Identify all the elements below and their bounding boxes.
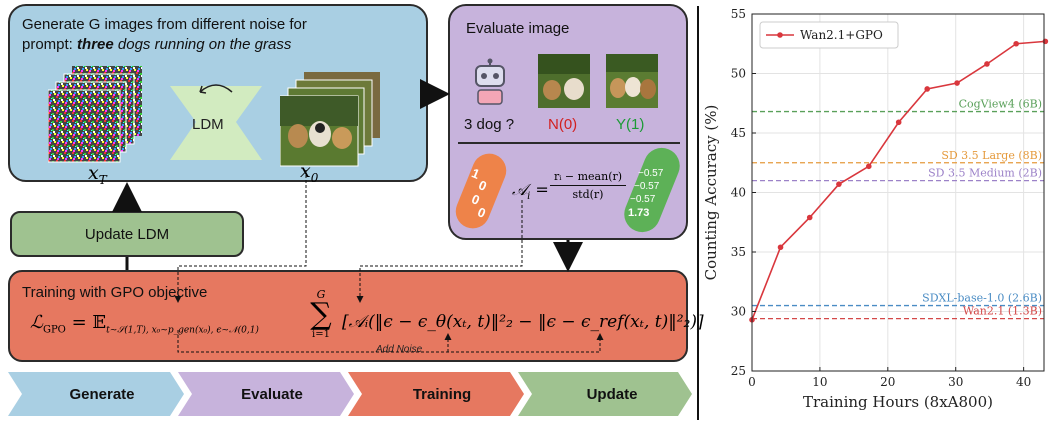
baseline-label: SDXL-base-1.0 (2.6B) bbox=[922, 292, 1042, 305]
advantage-formula-lhs: 𝒜i = bbox=[512, 180, 549, 203]
ldm-label: LDM bbox=[192, 116, 224, 133]
y-tick-label: 50 bbox=[731, 67, 746, 81]
series-point bbox=[1013, 40, 1019, 47]
counting-accuracy-chart: CogView4 (6B) SD 3.5 Large (8B) SD 3.5 Med… bbox=[702, 7, 1049, 411]
generate-title-line1: Generate G images from different noise f… bbox=[22, 16, 307, 33]
diagram-arrows bbox=[112, 79, 604, 353]
update-label: Update LDM bbox=[84, 226, 170, 243]
legend-box bbox=[759, 21, 899, 49]
gpo-sum: G ∑ i=1 bbox=[310, 288, 332, 340]
series-point bbox=[806, 214, 813, 221]
x0-label: x0 bbox=[300, 160, 319, 185]
evaluate-panel: Evaluate image 3 dog ? N(0) Y(1) bbox=[448, 4, 688, 240]
baseline-label: SD 3.5 Large (8B) bbox=[941, 149, 1042, 162]
prompt-bold-word: three bbox=[77, 36, 114, 53]
add-noise-dashed-arrow bbox=[177, 330, 604, 353]
generated-images-stack bbox=[280, 72, 380, 167]
series-point bbox=[1042, 38, 1049, 45]
stage-ribbon bbox=[8, 372, 692, 416]
stage-update: Update bbox=[586, 385, 638, 403]
advantage-numerator: rᵢ − mean(r) bbox=[553, 170, 623, 183]
series-point bbox=[984, 61, 990, 67]
series-point bbox=[866, 163, 872, 170]
series-point bbox=[895, 119, 902, 126]
prompt-prefix: prompt: bbox=[22, 36, 78, 53]
stage-training: Training bbox=[412, 385, 472, 403]
chart-ticks: 25 30 35 40 45 50 55 0 10 20 30 40 bbox=[731, 7, 1032, 389]
add-noise-label: Add Noise bbox=[376, 344, 423, 355]
series-point bbox=[777, 244, 784, 251]
stage-evaluate: Evaluate bbox=[241, 385, 303, 403]
prompt-rest: dogs running on the grass bbox=[113, 36, 292, 53]
gpo-loss-body: [𝒜ᵢ(‖ϵ − ϵ_θ(xₜ, t)‖²₂ − ‖ϵ − ϵ_ref(xₜ, … bbox=[342, 312, 704, 332]
xT-label: xT bbox=[88, 162, 107, 187]
baseline-label: Wan2.1 (1.3B) bbox=[963, 305, 1042, 318]
series-point bbox=[924, 86, 930, 92]
y-tick-label: 30 bbox=[731, 305, 746, 319]
noise-images-stack bbox=[48, 66, 142, 163]
advantage-denominator: std(r) bbox=[572, 188, 604, 201]
legend-label: Wan2.1+GPO bbox=[800, 28, 883, 42]
advantage-value-1: −0.57 bbox=[634, 181, 660, 192]
evaluate-divider bbox=[458, 142, 680, 144]
evaluate-title: Evaluate image bbox=[466, 20, 570, 37]
advantage-formula-fraction: rᵢ − mean(r) std(r) bbox=[550, 170, 626, 201]
advantage-value-0: −0.57 bbox=[638, 168, 664, 179]
y-tick-label: 40 bbox=[731, 186, 746, 200]
training-panel: Training with GPO objective ℒGPO = 𝔼t∼𝒮(… bbox=[8, 270, 704, 362]
series-point bbox=[954, 80, 960, 86]
baseline-label: SD 3.5 Medium (2B) bbox=[928, 167, 1042, 180]
chart-xlabel: Training Hours (8xA800) bbox=[803, 393, 993, 411]
series-point bbox=[836, 181, 842, 187]
gpo-loss-lhs: ℒGPO = 𝔼t∼𝒮(1,T), x₀∼p_gen(x₀), ϵ∼𝒩(0,1) bbox=[30, 312, 259, 336]
question-label: 3 dog ? bbox=[464, 116, 515, 133]
update-panel: Update LDM bbox=[10, 211, 244, 257]
x-tick-label: 40 bbox=[1016, 375, 1031, 389]
chart-baselines: CogView4 (6B) SD 3.5 Large (8B) SD 3.5 Med… bbox=[752, 98, 1044, 320]
generate-panel: Generate G images from different noise f… bbox=[8, 4, 428, 187]
stage-generate: Generate bbox=[69, 385, 135, 403]
y-tick-label: 25 bbox=[731, 364, 746, 378]
ldm-shape bbox=[170, 84, 262, 160]
training-title: Training with GPO objective bbox=[22, 284, 208, 301]
x-tick-label: 0 bbox=[748, 375, 756, 389]
evaluated-image-y bbox=[606, 54, 658, 108]
panel-separator bbox=[697, 6, 699, 420]
y-tick-label: 55 bbox=[731, 7, 746, 21]
y-tick-label: 35 bbox=[731, 245, 746, 259]
x-tick-label: 20 bbox=[880, 375, 895, 389]
label-n: N(0) bbox=[548, 116, 578, 133]
y-tick-label: 45 bbox=[731, 126, 746, 140]
chart-series bbox=[749, 38, 1049, 323]
x0-dashed-arrow bbox=[174, 170, 307, 303]
chart-ylabel: Counting Accuracy (%) bbox=[702, 105, 720, 281]
evaluated-image-n bbox=[538, 54, 590, 108]
advantage-dashed-arrow bbox=[356, 200, 523, 303]
generate-title-line2: prompt: three dogs running on the grass bbox=[22, 36, 291, 54]
x-tick-label: 10 bbox=[812, 375, 827, 389]
label-y: Y(1) bbox=[616, 116, 645, 133]
legend-swatch-point bbox=[777, 32, 783, 38]
advantage-value-3: 1.73 bbox=[628, 207, 650, 219]
chart-legend: Wan2.1+GPO bbox=[759, 21, 899, 49]
advantage-value-2: −0.57 bbox=[630, 194, 656, 205]
x-tick-label: 30 bbox=[948, 375, 963, 389]
robot-icon bbox=[475, 58, 505, 105]
baseline-label: CogView4 (6B) bbox=[959, 98, 1042, 111]
